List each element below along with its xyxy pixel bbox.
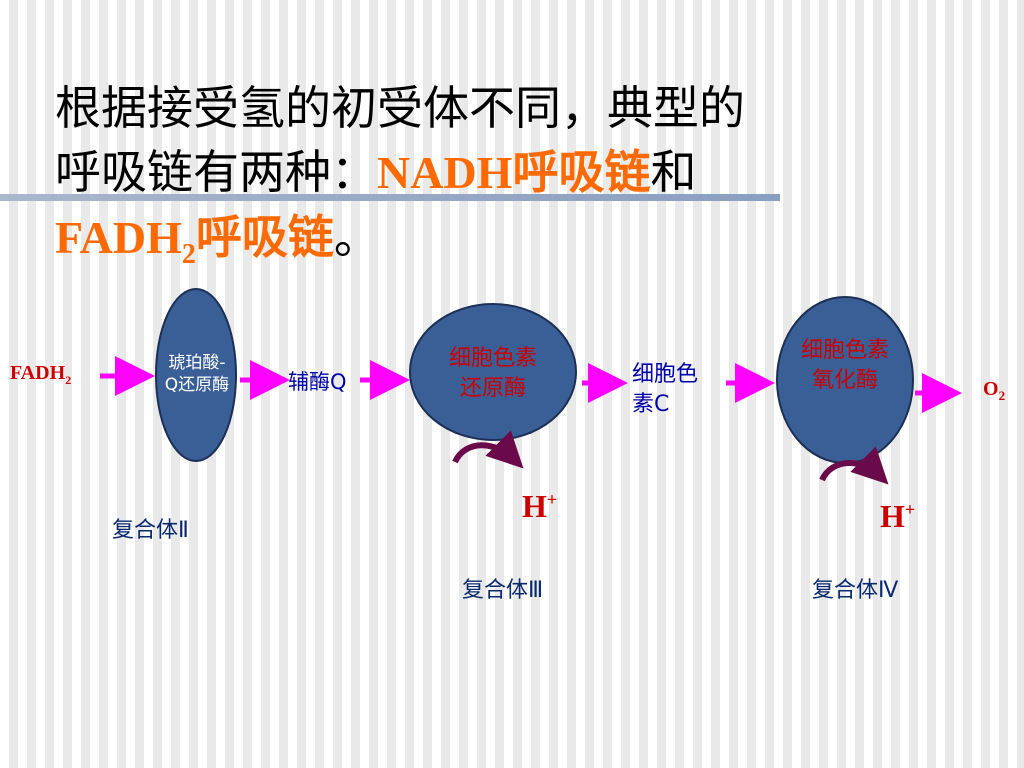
input-fadh2-text: FADH <box>10 362 66 384</box>
proton-curve-arrow-1 <box>452 430 524 469</box>
complex3-caption: 复合体Ⅲ <box>462 572 543 604</box>
complex2-node <box>155 288 237 462</box>
proton-label-2: H+ <box>880 498 915 535</box>
complex4-caption: 复合体Ⅳ <box>812 572 898 604</box>
title-underline-bar <box>0 194 780 201</box>
input-fadh2-label: FADH2 <box>10 362 71 388</box>
complex4-caption-text: 复合体Ⅳ <box>812 578 899 603</box>
output-o2-label: O2 <box>983 378 1005 404</box>
title-nadh-chain: 呼吸链 <box>512 145 651 199</box>
title-line-1: 根据接受氢的初受体不同，典型的 <box>55 76 955 140</box>
proton-2-text: H <box>880 498 905 534</box>
proton-curve-arrow-2 <box>819 446 889 485</box>
complex2-caption-text: 复合体Ⅱ <box>112 518 189 543</box>
complex3-label-line2: 还原酶 <box>459 376 526 401</box>
title-fadh-sub: 2 <box>181 239 196 270</box>
slide-title: 根据接受氢的初受体不同，典型的 呼吸链有两种：NADH呼吸链和 FADH2呼吸链… <box>55 76 955 270</box>
title-line-1-text: 根据接受氢的初受体不同，典型的 <box>55 81 745 135</box>
complex3-caption-text: 复合体Ⅲ <box>462 578 544 603</box>
complex2-label-line2: Q还原酶 <box>164 375 230 395</box>
title-line-3: FADH2呼吸链。 <box>55 205 955 270</box>
output-o2-sub: 2 <box>998 388 1006 403</box>
cytochrome-c-label: 细胞色 素C <box>632 360 727 420</box>
title-fadh: FADH <box>55 212 182 263</box>
title-fadh-chain: 呼吸链 <box>195 210 334 264</box>
proton-2-sup: + <box>904 499 916 520</box>
complex3-label-line1: 细胞色素 <box>448 346 537 371</box>
coenzyme-q-label: 辅酶Q <box>288 366 347 396</box>
complex3-label: 细胞色素 还原酶 <box>420 344 566 404</box>
complex2-label: 琥珀酸- Q还原酶 <box>150 352 244 396</box>
output-o2-text: O <box>983 378 999 400</box>
complex4-label-line2: 氧化酶 <box>811 368 878 393</box>
coenzyme-q-text: 辅酶Q <box>288 370 347 394</box>
cytochrome-c-line2: 素C <box>632 392 670 417</box>
input-fadh2-sub: 2 <box>65 373 72 387</box>
title-end-mark: 。 <box>333 210 380 264</box>
title-nadh: NADH <box>377 147 513 198</box>
title-line-2: 呼吸链有两种：NADH呼吸链和 <box>55 140 955 205</box>
title-line-2-prefix: 呼吸链有两种： <box>55 145 377 199</box>
complex2-caption: 复合体Ⅱ <box>112 512 189 544</box>
proton-label-1: H+ <box>522 488 557 525</box>
cytochrome-c-line1: 细胞色 <box>632 362 699 387</box>
proton-1-sup: + <box>546 489 558 510</box>
complex4-label-line1: 细胞色素 <box>800 338 889 363</box>
complex4-label: 细胞色素 氧化酶 <box>780 336 910 396</box>
proton-1-text: H <box>522 488 547 524</box>
title-and: 和 <box>650 145 697 199</box>
complex2-label-line1: 琥珀酸- <box>168 353 226 373</box>
